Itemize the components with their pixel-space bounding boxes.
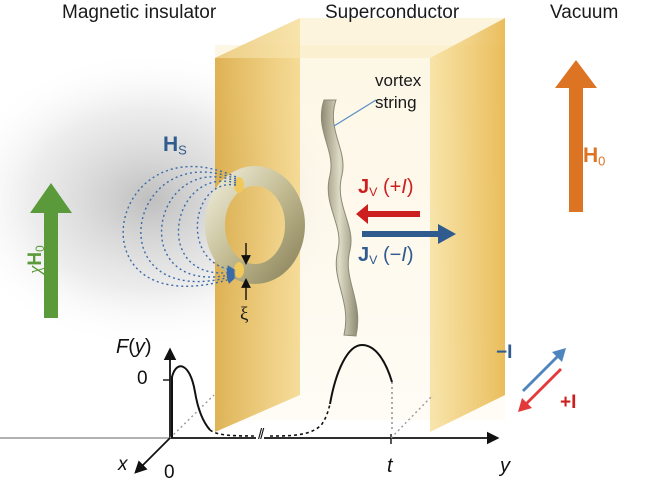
current-plus-symbol: J [358,176,370,198]
vortex-ring-bottom-end [234,262,244,278]
superconductor-interior [215,18,505,58]
current-plus-var: I [401,176,407,198]
legend-plus-label: +I [560,392,577,413]
induced-field-arrow [30,183,72,318]
label-core-size: ξ [240,304,249,325]
label-thickness: t [387,455,393,477]
vortex-string [320,99,359,337]
superconductor-right-face [430,18,505,432]
label-zero-f: 0 [137,368,148,389]
label-axis-y: y [500,455,510,477]
applied-field-symbol: H [583,144,599,167]
current-plus-sub: V [369,185,378,200]
f-arg-open: ( [128,336,135,358]
legend-minus-label: −I [496,342,513,363]
x-axis [134,437,171,474]
axis-break-mark: // [256,426,264,443]
label-free-energy: F(y) [116,336,152,359]
label-axis-x: x [118,454,128,475]
label-stray-field: HS [163,133,187,157]
free-energy-curve-dashed [209,403,331,437]
slab-edge-guide-right [390,394,434,439]
current-minus-arrow [362,224,456,244]
label-current-minus: JV (−I) [358,244,414,267]
legend-minus-arrow [522,348,566,392]
vortex-pointer-line [333,99,377,127]
vortex-ring [205,166,305,284]
current-minus-close: ) [406,244,414,266]
f-var: y [134,336,145,358]
current-plus-close: ) [406,176,414,198]
current-plus-open: (+ [377,176,402,198]
slab-edge-guide-left [169,394,215,439]
induced-field-symbol: H [25,251,46,266]
label-applied-field: H0 [583,144,605,168]
induced-field-prefix: χ [25,265,46,274]
label-zero-y: 0 [164,462,175,483]
superconductor-left-face [215,18,300,432]
f-label: F [116,336,129,358]
induced-field-sub: 0 [33,245,47,252]
applied-field-arrow [555,60,597,212]
legend-plus-arrow [518,368,562,412]
label-magnetic-insulator: Magnetic insulator [62,2,217,23]
current-minus-sub: V [369,253,378,268]
applied-field-sub: 0 [598,153,606,169]
current-minus-var: I [401,244,407,266]
stray-field-sub: S [178,142,187,158]
label-vortex-line2: string [375,93,417,112]
current-plus-arrow [356,204,420,224]
label-current-plus: JV (+I) [358,176,414,199]
f-arg-close: ) [144,336,152,358]
label-vortex-string: vortex string [375,70,421,114]
free-energy-curve-right [329,343,393,405]
label-induced-field: χH0 [25,245,47,274]
current-minus-symbol: J [358,244,370,266]
free-energy-curve-left [171,365,211,438]
current-minus-open: (− [377,244,402,266]
label-vacuum: Vacuum [550,2,619,23]
vortex-ring-top-end [234,177,244,193]
stray-field-lines [122,165,237,287]
label-superconductor: Superconductor [325,2,460,23]
stray-field-symbol: H [163,133,179,156]
label-vortex-line1: vortex [375,71,422,90]
